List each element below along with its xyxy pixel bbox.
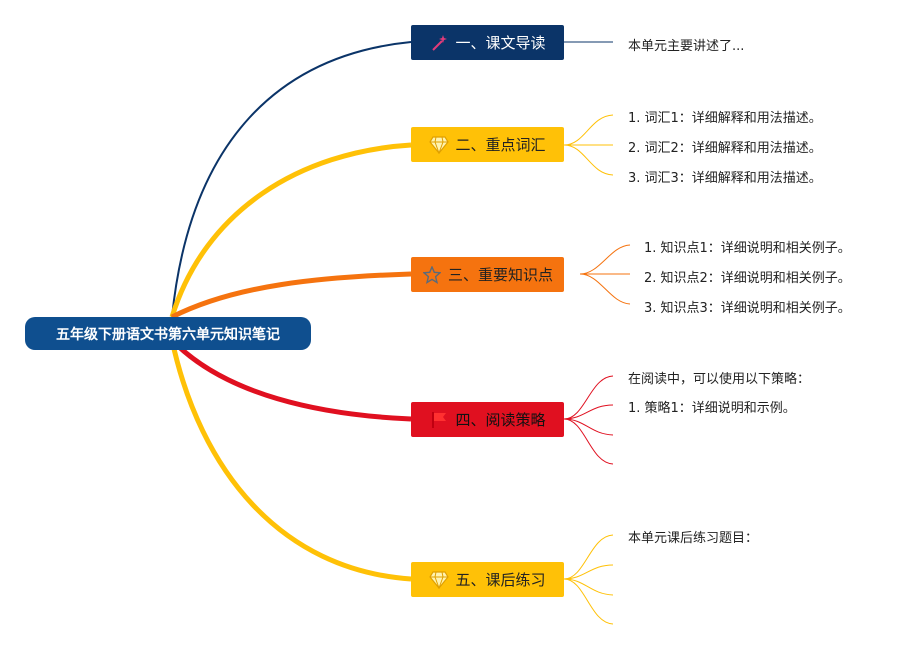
magic-wand-icon bbox=[429, 33, 449, 53]
diamond-icon bbox=[429, 570, 450, 590]
leaf-connector bbox=[563, 534, 614, 580]
branch-topic-homework[interactable]: 五、课后练习 bbox=[411, 562, 564, 597]
star-icon bbox=[422, 265, 442, 285]
leaf-connector bbox=[563, 564, 614, 580]
connector-branch-3 bbox=[170, 271, 412, 320]
leaf-connector bbox=[563, 144, 614, 176]
leaf-connector bbox=[563, 114, 614, 146]
connector-branch-2 bbox=[169, 142, 412, 318]
branch-topic-reading-guide[interactable]: 一、课文导读 bbox=[411, 25, 564, 60]
branch-label: 一、课文导读 bbox=[455, 34, 546, 52]
leaf-connector bbox=[563, 578, 614, 625]
branch-topic-reading-strategy[interactable]: 四、阅读策略 bbox=[411, 402, 564, 437]
branch-topic-key-points[interactable]: 三、重要知识点 bbox=[411, 257, 564, 292]
leaf-item[interactable]: 在阅读中，可以使用以下策略： bbox=[628, 372, 811, 387]
leaf-connector bbox=[563, 375, 614, 420]
leaf-connector bbox=[563, 404, 614, 420]
leaf-item[interactable]: 1. 策略1：详细说明和示例。 bbox=[628, 401, 796, 416]
leaf-item[interactable]: 2. 词汇2：详细解释和用法描述。 bbox=[628, 141, 822, 156]
connector-branch-1 bbox=[171, 41, 412, 318]
leaf-item[interactable]: 1. 词汇1：详细解释和用法描述。 bbox=[628, 111, 822, 126]
flag-icon bbox=[429, 410, 449, 430]
leaf-item[interactable]: 本单元课后练习题目： bbox=[628, 531, 759, 546]
leaf-item[interactable]: 3. 知识点3：详细说明和相关例子。 bbox=[644, 301, 851, 316]
diamond-icon bbox=[429, 135, 450, 155]
leaf-connector bbox=[563, 418, 614, 465]
leaf-item[interactable]: 本单元主要讲述了... bbox=[628, 39, 745, 54]
leaf-item[interactable]: 3. 词汇3：详细解释和用法描述。 bbox=[628, 171, 822, 186]
branch-topic-key-vocabulary[interactable]: 二、重点词汇 bbox=[411, 127, 564, 162]
branch-label: 二、重点词汇 bbox=[455, 136, 546, 154]
branch-label: 五、课后练习 bbox=[455, 571, 546, 589]
leaf-connector bbox=[579, 244, 631, 275]
connector-branch-4 bbox=[170, 338, 412, 422]
branch-label: 四、阅读策略 bbox=[455, 411, 546, 429]
root-topic[interactable]: 五年级下册语文书第六单元知识笔记 bbox=[25, 317, 311, 350]
leaf-item[interactable]: 2. 知识点2：详细说明和相关例子。 bbox=[644, 271, 851, 286]
leaf-connector bbox=[579, 273, 631, 305]
leaf-item[interactable]: 1. 知识点1：详细说明和相关例子。 bbox=[644, 241, 851, 256]
branch-label: 三、重要知识点 bbox=[447, 266, 553, 284]
connector-branch-5 bbox=[169, 339, 412, 582]
